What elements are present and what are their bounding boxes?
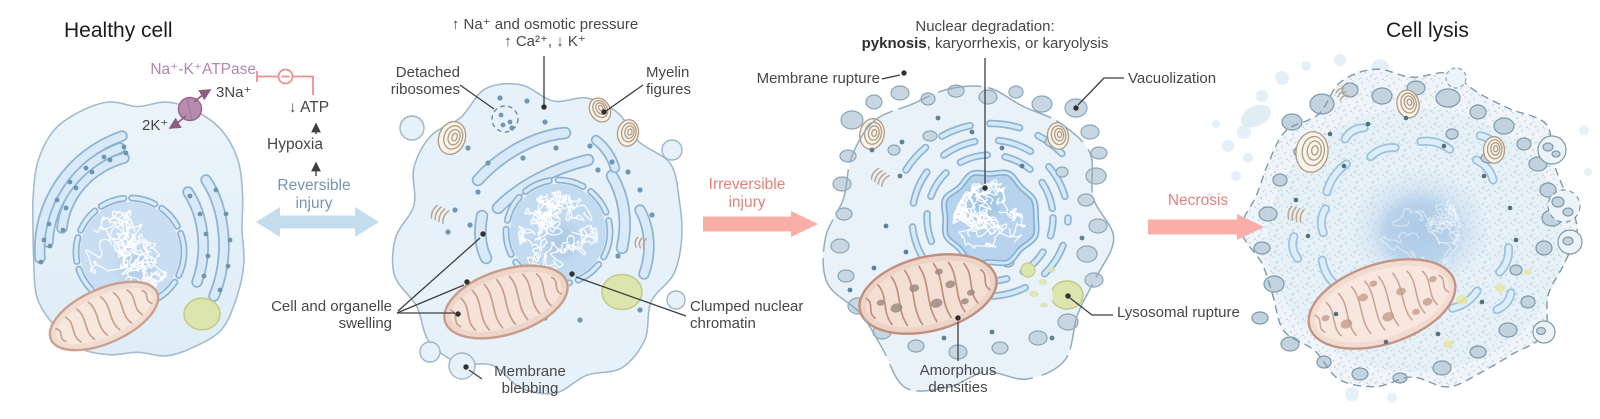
- leader-line: [1077, 77, 1124, 106]
- leader-dot: [569, 271, 575, 277]
- detached-ribosomes-circle: [491, 105, 519, 133]
- membrane-whorl-icon: [634, 236, 647, 250]
- myelin-figure-icon: [1046, 121, 1070, 150]
- membrane-bleb: [661, 139, 683, 161]
- leader-line: [397, 237, 481, 312]
- inhibition-elbow: [292, 75, 314, 95]
- leader-line: [1069, 297, 1113, 316]
- cell-swelling-label: Cell and organelle swelling: [271, 298, 392, 333]
- na-k-pump-icon: [168, 89, 212, 129]
- ion-pressure-header: ↑ Na⁺ and osmotic pressure ↑ Ca²⁺, ↓ K⁺: [451, 16, 639, 51]
- membrane-bleb: [448, 352, 476, 380]
- leader-line: [468, 369, 483, 380]
- myelin-figure-icon: [615, 118, 640, 148]
- membrane-blebbing-label: Membrane blebbing: [494, 363, 566, 398]
- swollen-cell-illustration: [391, 82, 686, 395]
- myelin-figure-icon: [1293, 130, 1330, 175]
- myelin-figures-label: Myelin figures: [646, 64, 692, 99]
- inhibition-pathway-diagram: [256, 68, 314, 95]
- healthy-cell-illustration: [31, 89, 245, 357]
- reversible-injury-arrow: [256, 207, 379, 237]
- leader-dot: [982, 185, 988, 191]
- detached-ribosomes-label: Detached ribosomes: [390, 64, 460, 99]
- lysed-cell-illustration: [1206, 54, 1592, 403]
- sodium-out-label: 3Na⁺: [216, 84, 252, 101]
- leader-dot: [541, 104, 547, 110]
- membrane-bleb: [666, 290, 686, 310]
- membrane-bleb: [419, 341, 441, 363]
- enzyme-spot: [1443, 340, 1453, 348]
- leader-dot: [480, 231, 486, 237]
- leader-line: [605, 84, 644, 112]
- hypoxia-label: Hypoxia: [267, 136, 323, 153]
- necrosis-arrow: [1148, 214, 1264, 240]
- mitochondrion: [443, 264, 569, 340]
- irreversible-injury-arrow: [703, 211, 818, 237]
- healthy-cell-title: Healthy cell: [64, 19, 173, 42]
- reversible-injury-label: Reversible injury: [277, 177, 351, 212]
- leader-dot: [1065, 293, 1071, 299]
- lysosome: [183, 297, 221, 331]
- necrosis-label: Necrosis: [1167, 192, 1229, 209]
- lysosomal-rupture-label: Lysosomal rupture: [1117, 304, 1240, 321]
- leader-line: [459, 84, 495, 110]
- leader-line: [575, 276, 687, 317]
- ruptured-membrane: [822, 85, 1115, 392]
- myelin-figure-icon: [1394, 88, 1421, 120]
- leader-lines: [396, 56, 1124, 380]
- membrane-bleb: [399, 115, 425, 141]
- cell-lysis-title: Cell lysis: [1386, 19, 1469, 42]
- swollen-er: [471, 126, 655, 280]
- membrane-whorl-icon: [430, 204, 450, 225]
- leader-dot: [601, 109, 607, 115]
- leader-dot: [455, 311, 461, 317]
- atp-drop-label: ↓ ATP: [288, 99, 330, 116]
- mitochondrion: [48, 280, 160, 352]
- irreversible-injury-label: Irreversible injury: [708, 176, 786, 211]
- membrane-whorl-icon: [1287, 205, 1305, 223]
- potassium-in-label: 2K⁺: [142, 117, 169, 134]
- leader-line: [396, 284, 465, 314]
- pyknotic-nucleus: [941, 169, 1040, 267]
- clumped-chromatin-label: Clumped nuclear chromatin: [690, 298, 804, 333]
- nucleus: [502, 176, 614, 288]
- leader-dot: [1073, 105, 1079, 111]
- amorphous-densities-label: Amorphous densities: [919, 362, 997, 397]
- detached-debris-clusters: [1345, 125, 1592, 403]
- membrane-whorl-icon: [870, 167, 890, 188]
- membrane-rupture-label: Membrane rupture: [756, 70, 880, 87]
- mitochondrion: [858, 253, 998, 335]
- myelin-figure-icon: [434, 118, 470, 159]
- necrotic-cell-illustration: [822, 84, 1115, 392]
- myelin-figure-icon: [1484, 137, 1505, 164]
- na-k-atpase-label: Na⁺-K⁺ATPase: [150, 61, 256, 78]
- leader-dot: [955, 315, 961, 321]
- endoplasmic-reticulum: [33, 130, 230, 302]
- mitochondrion: [1307, 258, 1457, 350]
- leader-line: [881, 74, 901, 80]
- vacuolization-label: Vacuolization: [1128, 70, 1217, 87]
- enzyme-spot: [1524, 269, 1532, 275]
- membrane-whorl-icon: [1335, 87, 1349, 101]
- lysosome: [601, 273, 643, 311]
- stage-arrows: [256, 122, 1264, 240]
- leader-dot: [463, 364, 469, 370]
- leader-dot: [901, 70, 907, 76]
- enzyme-spot: [1495, 284, 1505, 292]
- nuclear-degradation-label: Nuclear degradation: pyknosis, karyorrhe…: [861, 18, 1109, 53]
- enzyme-spot: [1456, 295, 1468, 305]
- leader-dot: [464, 279, 470, 285]
- myelin-figure-icon: [585, 94, 615, 126]
